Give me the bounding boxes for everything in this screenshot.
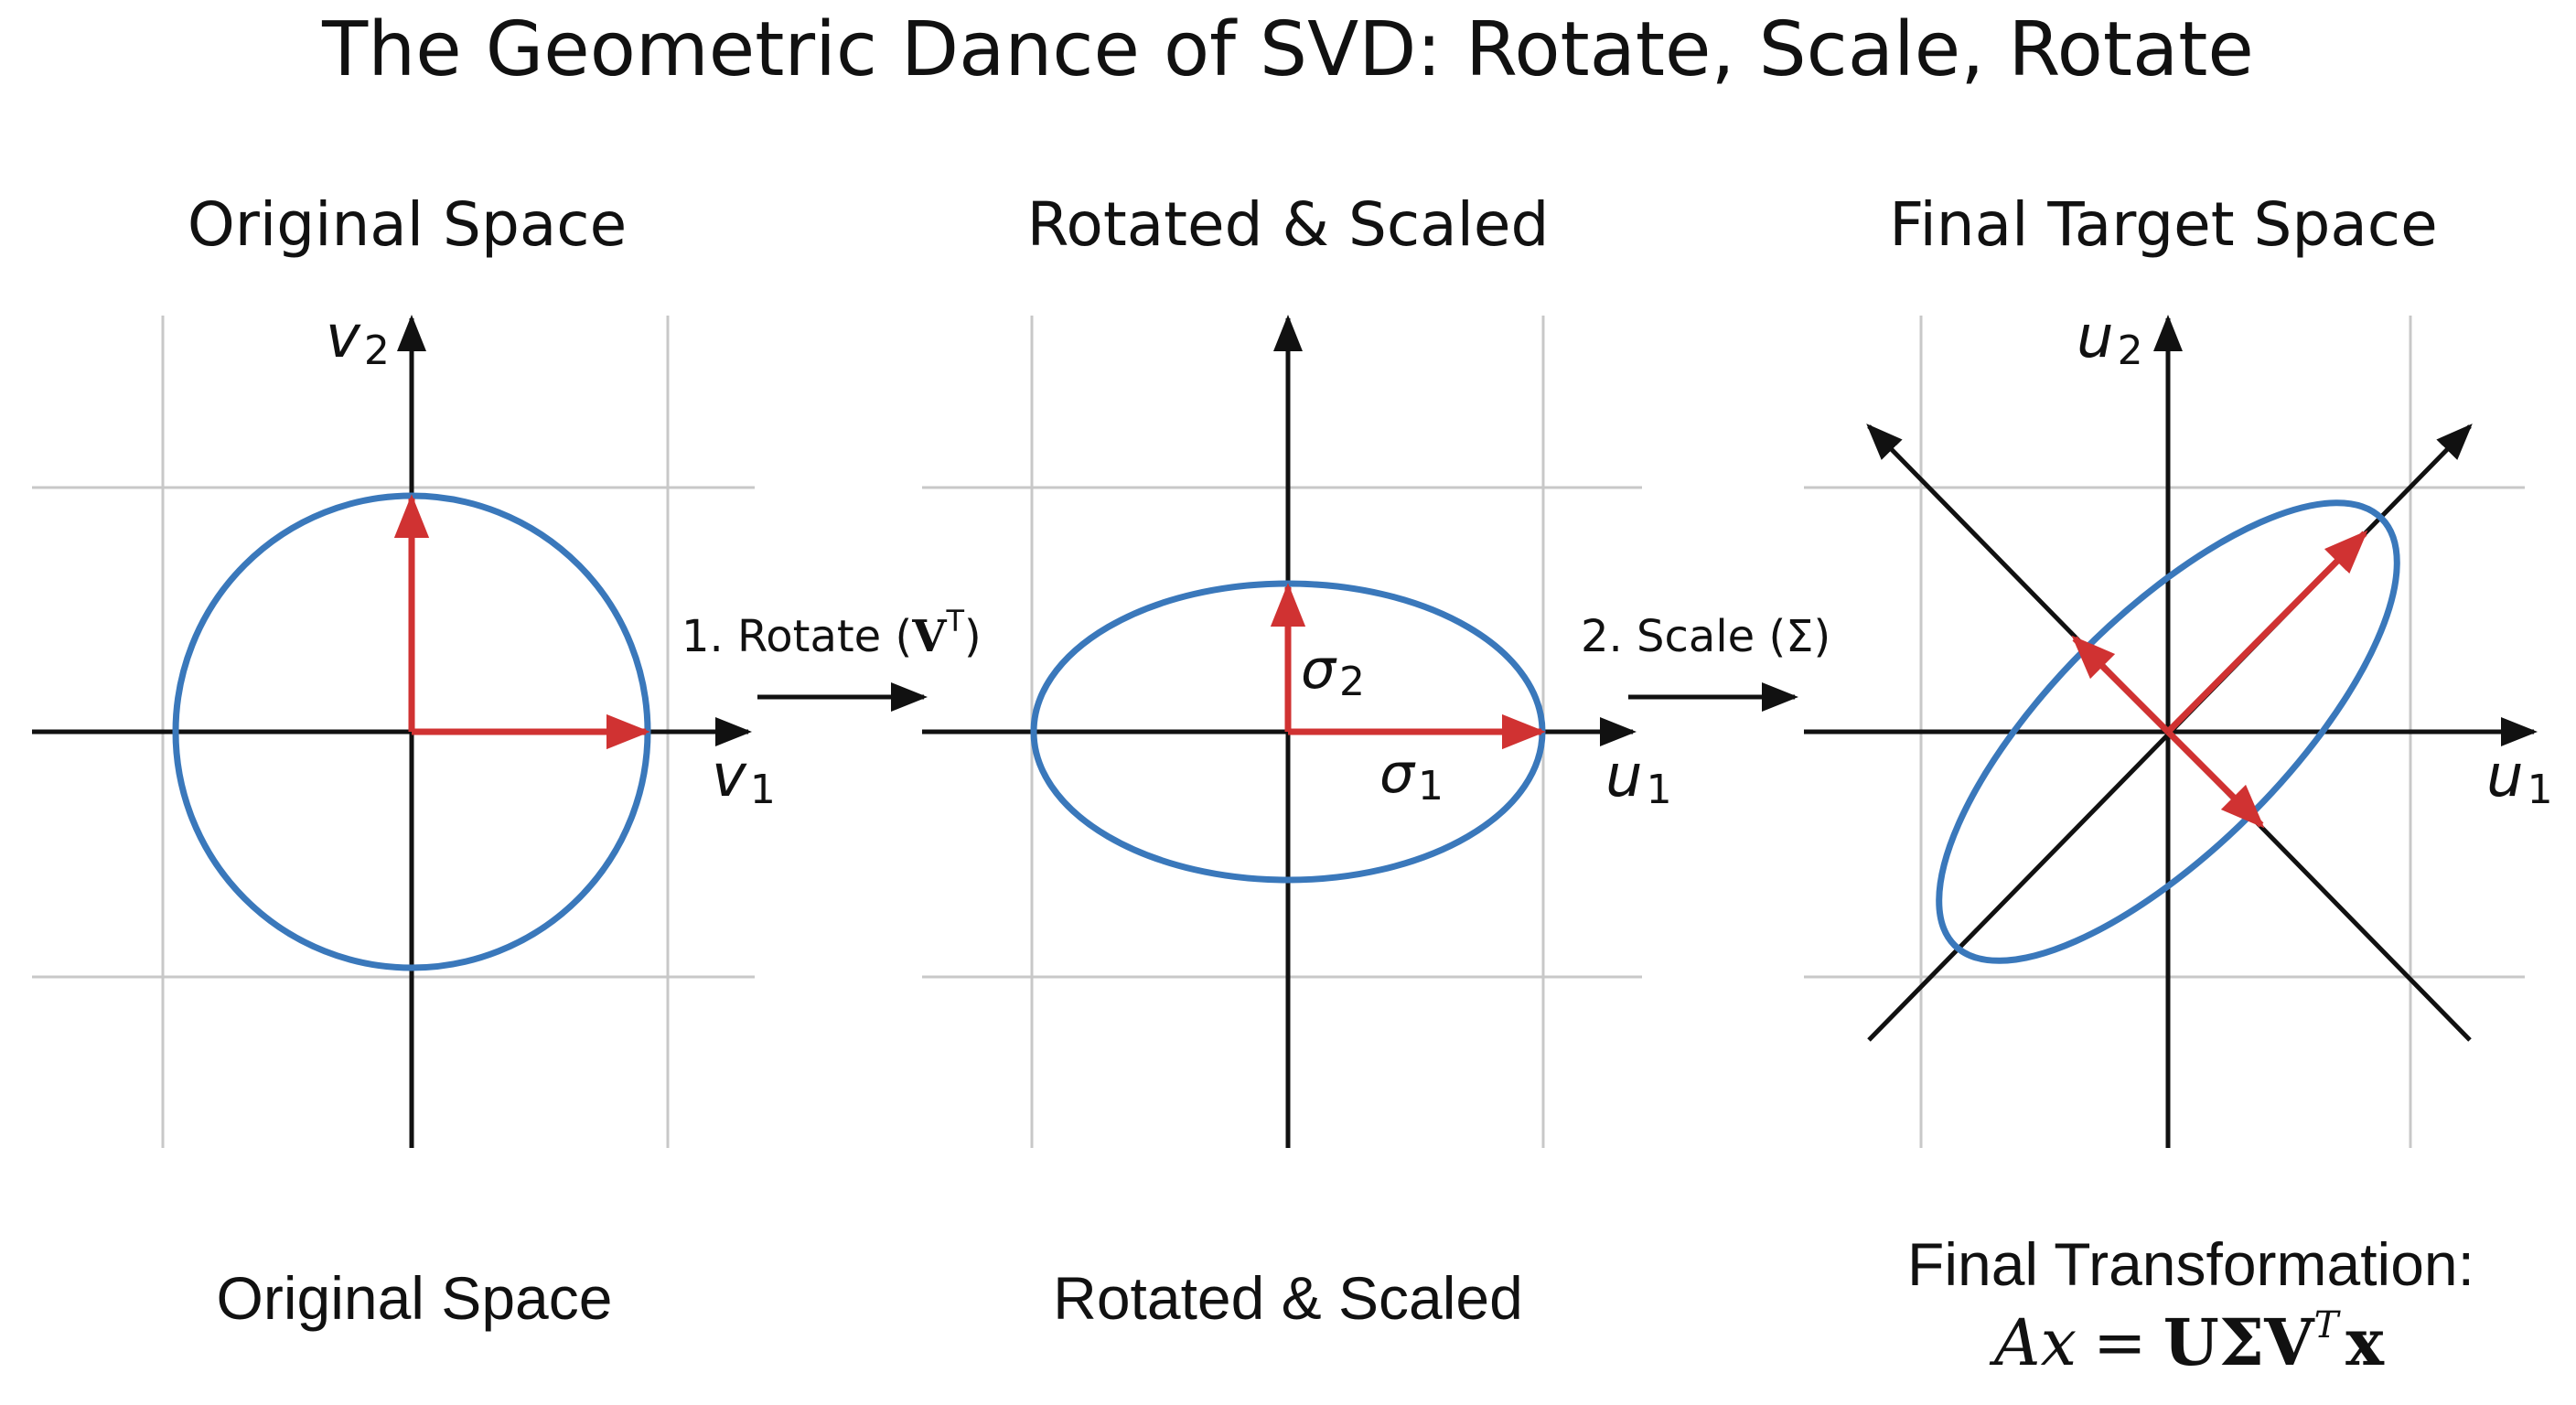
label-u1-middle: u1 [1605, 743, 1672, 813]
step-rotate: 1. Rotate (VT) [682, 604, 982, 712]
panel-final-target: Final Target Space u2 u1 Final Transform… [1804, 189, 2553, 1380]
vector-u2-scaled [2071, 635, 2171, 735]
vector-u2-negative [2165, 729, 2265, 829]
panel-title-original: Original Space [188, 189, 627, 260]
bottom-label-rotated: Rotated & Scaled [1053, 1264, 1523, 1332]
step-scale-label: 2. Scale (Σ) [1581, 611, 1830, 662]
label-u1-final: u1 [2486, 743, 2553, 813]
label-v1: v1 [712, 743, 776, 813]
panel-rotated-scaled: Rotated & Scaled σ1 σ2 u1 Rotated & Scal… [922, 189, 1672, 1332]
vector-u1-scaled [2165, 530, 2368, 735]
step-scale: 2. Scale (Σ) [1581, 611, 1830, 712]
bottom-label-final: Final Transformation: [1907, 1230, 2474, 1298]
label-sigma1: σ1 [1379, 742, 1444, 810]
label-u2: u2 [2077, 304, 2143, 374]
panel-title-final: Final Target Space [1889, 189, 2437, 260]
panel-title-rotated: Rotated & Scaled [1027, 189, 1550, 260]
label-v2: v2 [326, 304, 390, 374]
diagram-title: The Geometric Dance of SVD: Rotate, Scal… [321, 6, 2254, 93]
bottom-label-original: Original Space [217, 1264, 613, 1332]
step-rotate-label: 1. Rotate (VT) [682, 604, 982, 662]
label-sigma2: σ2 [1301, 638, 1365, 705]
panel-original-space: Original Space v1 v2 Original Space [32, 189, 776, 1332]
